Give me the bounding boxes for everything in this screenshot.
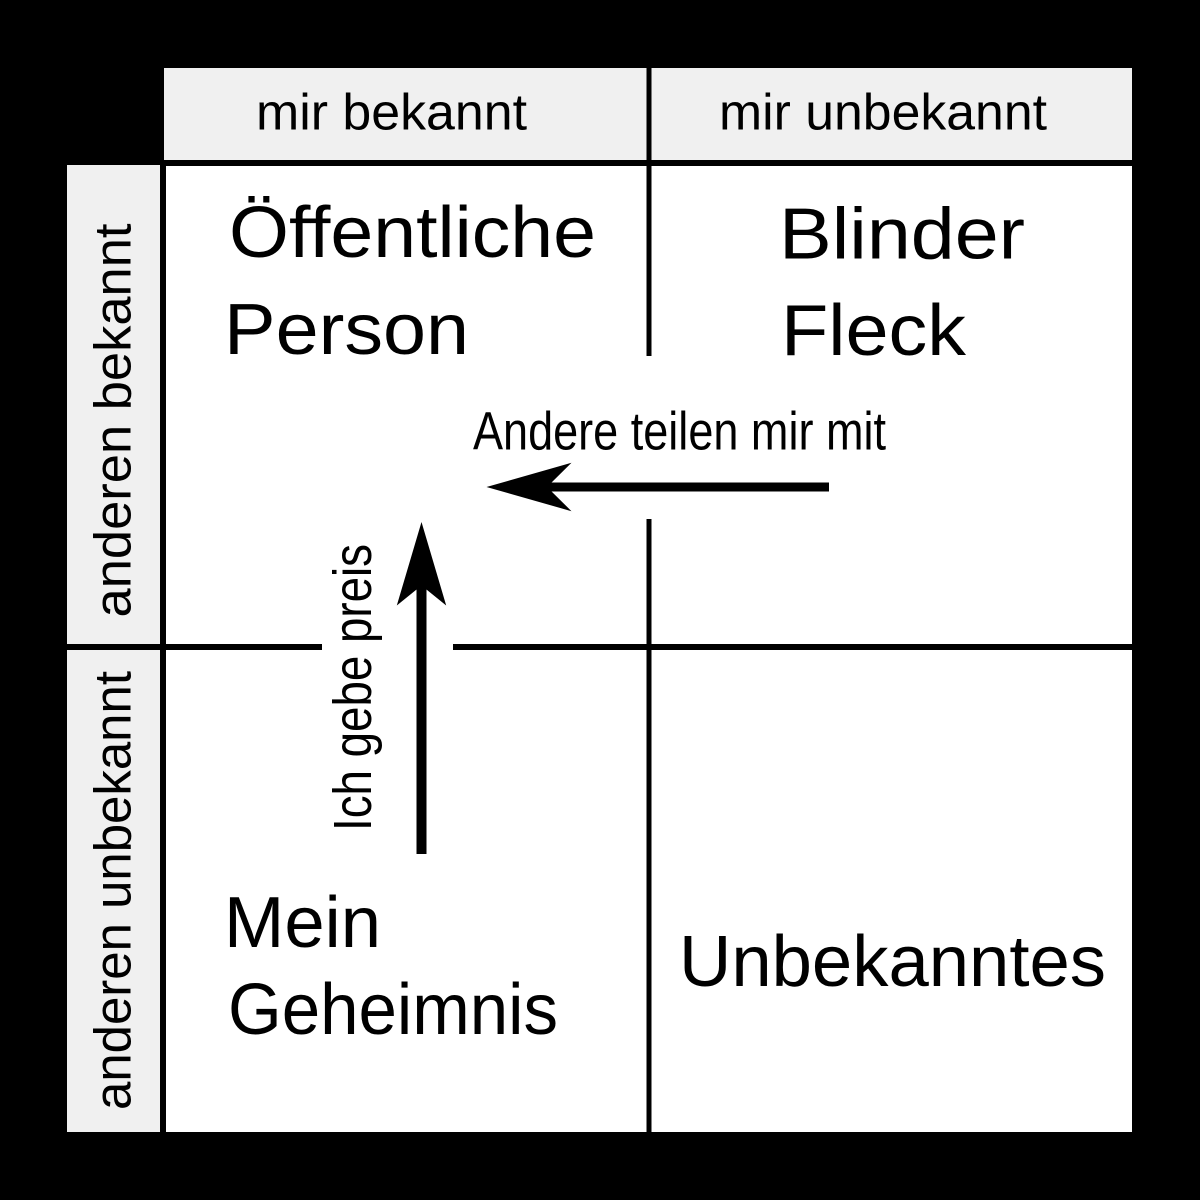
svg-text:Öffentliche: Öffentliche <box>229 193 596 273</box>
svg-text:Geheimnis: Geheimnis <box>228 970 558 1050</box>
svg-text:mir unbekannt: mir unbekannt <box>719 84 1047 141</box>
svg-text:Mein: Mein <box>224 883 381 963</box>
svg-text:Fleck: Fleck <box>781 291 967 371</box>
svg-text:Person: Person <box>224 290 469 370</box>
svg-text:anderen bekannt: anderen bekannt <box>84 224 142 618</box>
svg-text:Andere teilen mir mit: Andere teilen mir mit <box>473 402 886 462</box>
svg-text:Unbekanntes: Unbekanntes <box>679 922 1106 1002</box>
svg-text:Blinder: Blinder <box>779 195 1025 275</box>
svg-text:Ich gebe preis: Ich gebe preis <box>323 544 383 831</box>
svg-text:anderen unbekannt: anderen unbekannt <box>84 671 142 1110</box>
svg-text:mir bekannt: mir bekannt <box>256 84 527 141</box>
